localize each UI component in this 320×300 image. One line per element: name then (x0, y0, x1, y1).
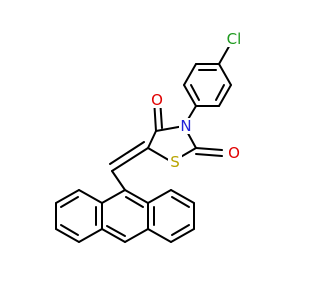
bond-ring1-c-inner (190, 84, 200, 101)
chlorine-atom: Cl (223, 30, 245, 48)
bond-anth-left-d (55, 228, 80, 243)
nitrogen-atom: N (179, 117, 193, 135)
bond-c2-o-double (195, 153, 223, 157)
nitrogen-label: N (180, 117, 191, 135)
bond-anth-c9-right (124, 189, 149, 204)
bond-anth-c10-left-inner (106, 225, 126, 237)
bond-ch-anthracene (111, 170, 126, 191)
bond-c5-ch-double (109, 141, 145, 165)
bond-anth-c9-right-inner (125, 196, 144, 208)
right-oxygen-atom: O (227, 144, 241, 162)
bond-layer (55, 42, 232, 243)
bond-anth-left-d-inner (60, 224, 79, 236)
upper-oxygen-label: O (151, 91, 163, 109)
bond-anth-right-b-inner (171, 196, 190, 208)
bond-c5-ch (111, 147, 149, 172)
atom-label-layer: Cl N S O O (150, 30, 245, 171)
bond-c2-o (195, 147, 223, 151)
bond-c5-c4 (147, 130, 157, 149)
right-oxygen-label: O (228, 144, 240, 162)
chlorine-label: Cl (227, 30, 242, 48)
bond-anth-c9-left (101, 189, 126, 204)
bond-anth-right-b (170, 189, 195, 204)
bond-anth-right-e (147, 228, 172, 243)
upper-oxygen-atom: O (150, 91, 164, 109)
bond-anth-right-d (170, 228, 195, 243)
sulfur-atom: S (168, 153, 182, 171)
bond-anth-left-b (55, 189, 80, 204)
bond-anth-right-d-inner (171, 224, 190, 236)
bond-ring1-b (183, 63, 197, 86)
bond-ring1-c (183, 84, 197, 107)
bond-anth-left-a (78, 189, 103, 204)
bond-ring1-e (218, 84, 232, 107)
bond-anth-c10-right (124, 228, 149, 243)
bond-ring1-f (218, 63, 232, 86)
bond-anth-c10-left (101, 228, 126, 243)
bond-anth-right-a (147, 189, 172, 204)
bond-anth-left-e (78, 228, 103, 243)
bond-anth-left-b-inner (60, 196, 79, 208)
bond-ring1-e-inner (215, 84, 225, 101)
sulfur-label: S (170, 153, 180, 171)
molecule-structure-diagram: Cl N S O O (55, 30, 245, 243)
